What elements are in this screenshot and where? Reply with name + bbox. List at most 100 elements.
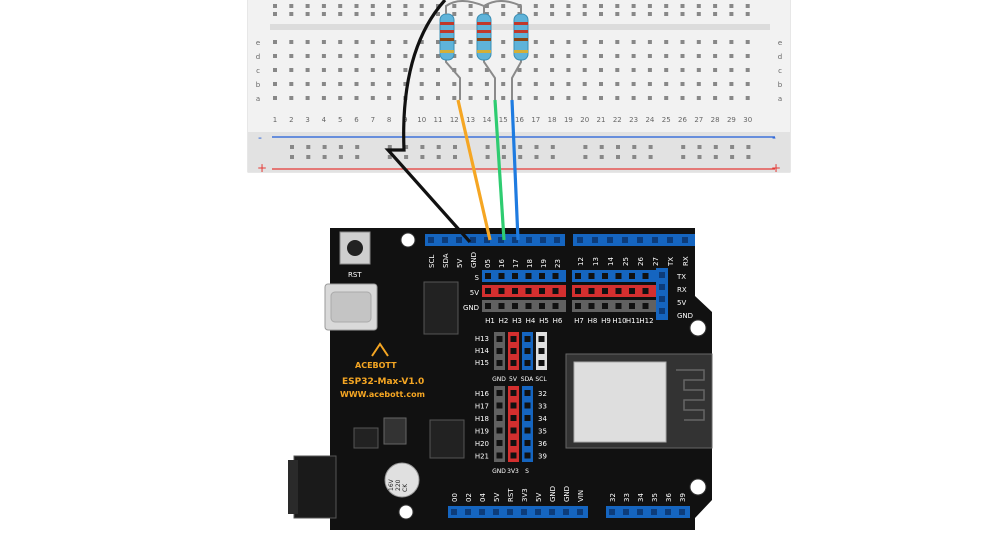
pin — [510, 360, 517, 366]
hole — [680, 68, 685, 72]
top-header-label: 19 — [540, 259, 548, 268]
bottom-header-label: RST — [507, 488, 515, 502]
hole — [599, 40, 603, 44]
cap-label-2: 220 — [395, 479, 402, 491]
hole — [664, 40, 669, 44]
pin — [539, 303, 545, 309]
hole — [745, 4, 750, 8]
hole — [419, 40, 424, 44]
hole — [566, 96, 571, 100]
column-label: 20 — [580, 116, 589, 124]
esp32-board: RST ACEBOTT ESP32-Max-V1.0 WWW.acebott.c… — [288, 228, 713, 530]
hole — [338, 68, 343, 72]
resistor-3 — [511, 13, 529, 100]
hole — [305, 12, 310, 16]
hole — [647, 54, 652, 58]
bottom-header-pins — [451, 509, 685, 515]
rail-hole — [355, 145, 360, 149]
header-pin — [623, 509, 629, 515]
hole — [338, 54, 343, 58]
bottom-header-label: GND — [563, 486, 571, 502]
hole — [713, 54, 718, 58]
pin — [512, 288, 518, 294]
row-label: e — [256, 39, 260, 47]
hole — [354, 12, 359, 16]
top-header-label: 23 — [554, 259, 562, 268]
pin — [524, 360, 531, 366]
right-side-header — [656, 268, 668, 320]
rail-hole — [387, 155, 392, 159]
hole — [273, 54, 277, 58]
column-label: 14 — [482, 116, 491, 124]
column-label: 25 — [662, 116, 671, 124]
pin — [510, 336, 517, 342]
pin — [525, 303, 532, 309]
rail-hole — [534, 145, 539, 149]
hole — [566, 12, 571, 16]
top-header-pins — [428, 237, 688, 243]
top-header-label: RX — [682, 256, 690, 266]
top-header-label: 25 — [622, 257, 630, 266]
hole — [696, 40, 701, 44]
rail-hole — [648, 155, 653, 159]
pin — [498, 303, 505, 309]
pin-number-label: 35 — [538, 428, 547, 436]
rail-hole — [453, 155, 457, 159]
column-label: 17 — [531, 116, 540, 124]
mount-hole-3 — [689, 478, 707, 496]
h-label: H13 — [475, 335, 489, 343]
hole — [550, 4, 555, 8]
pin — [510, 348, 517, 354]
hole — [582, 68, 587, 72]
hole — [517, 82, 522, 86]
pin — [496, 390, 503, 396]
column-label: 6 — [354, 116, 359, 124]
pin — [659, 308, 665, 314]
hole — [696, 68, 701, 72]
top-header-label: 16 — [498, 259, 506, 268]
hole — [387, 96, 392, 100]
header-pin — [563, 509, 569, 515]
top-header-label: 26 — [637, 257, 645, 266]
hole — [419, 96, 424, 100]
header-pin — [679, 509, 685, 515]
rail-hole — [697, 145, 702, 149]
rail-hole — [550, 155, 555, 159]
hole — [354, 54, 359, 58]
hole — [615, 40, 620, 44]
bottom-header-label: 04 — [479, 493, 487, 502]
rail-hole — [681, 155, 686, 159]
hole — [273, 40, 277, 44]
rail-hole — [518, 145, 523, 149]
hole — [403, 54, 408, 58]
pin — [602, 273, 608, 279]
hole — [664, 82, 669, 86]
hole — [696, 54, 701, 58]
rail-minus-label-right: - — [772, 131, 776, 144]
hole — [631, 12, 636, 16]
rail-hole — [322, 145, 327, 149]
header-pin — [521, 509, 527, 515]
column-label: 19 — [564, 116, 573, 124]
pin — [524, 402, 531, 409]
hole — [289, 96, 294, 100]
pin-number-label: 32 — [538, 390, 547, 398]
top-header-label: GND — [470, 252, 478, 268]
rail-hole — [420, 145, 425, 149]
column-label: 3 — [305, 116, 309, 124]
hole — [419, 68, 424, 72]
pin-number-label: 36 — [538, 440, 547, 448]
right-label: RX — [677, 286, 687, 294]
pin — [525, 288, 532, 294]
hole — [387, 4, 392, 8]
hole — [599, 12, 603, 16]
pin — [538, 360, 545, 366]
hole — [517, 96, 522, 100]
hole — [713, 96, 718, 100]
pin — [496, 348, 503, 354]
hole — [436, 68, 440, 72]
header-pin — [498, 237, 504, 243]
